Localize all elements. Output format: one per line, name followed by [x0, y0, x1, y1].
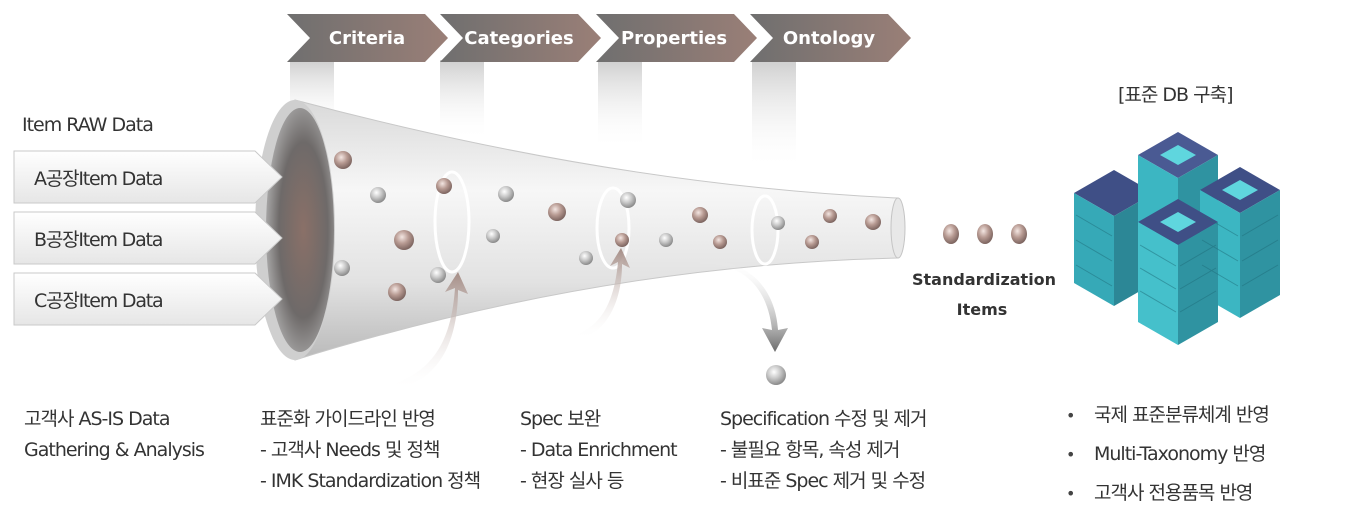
- tab-criteria: Criteria: [287, 14, 448, 62]
- insert-arrows: [390, 248, 630, 390]
- tab-categories-label: Categories: [464, 28, 573, 49]
- step-gathering: 고객사 AS-IS Data Gathering & Analysis: [24, 404, 205, 466]
- step-guideline-line3: - IMK Standardization 정책: [260, 470, 481, 492]
- tab-categories: Categories: [440, 14, 601, 62]
- db-bullet-1: 국제 표준분류체계 반영: [1066, 396, 1270, 435]
- db-title: [표준 DB 구축]: [1118, 84, 1233, 106]
- step-guideline-line1: 표준화 가이드라인 반영: [260, 408, 436, 430]
- standardization-items-label: Standardization Items: [912, 265, 1057, 325]
- data-particles: [334, 151, 881, 385]
- step-spec-line3: - 현장 실사 등: [520, 470, 624, 492]
- db-bullet-list: 국제 표준분류체계 반영 Multi-Taxonomy 반영 고객사 전용품목 …: [1066, 396, 1270, 513]
- step-spec-line1: Spec 보완: [520, 408, 601, 430]
- ring-properties: [595, 186, 631, 270]
- standardization-label-line1: Standardization: [912, 270, 1057, 289]
- database-servers-icon: [1074, 132, 1280, 345]
- remove-arrow: [700, 259, 788, 352]
- step-spec-edit: Specification 수정 및 제거 - 불필요 항목, 속성 제거 - …: [720, 404, 928, 497]
- standardization-label-line2: Items: [956, 300, 1008, 319]
- db-bullet-3: 고객사 전용품목 반영: [1066, 474, 1269, 513]
- step-guideline-line2: - 고객사 Needs 및 정책: [260, 439, 440, 461]
- funnel: [255, 99, 906, 361]
- step-spec-enrich: Spec 보완 - Data Enrichment - 현장 실사 등: [520, 404, 678, 497]
- input-item-c: C공장Item Data: [34, 290, 164, 312]
- step-gathering-line2: Gathering & Analysis: [24, 439, 205, 461]
- input-title: Item RAW Data: [22, 114, 154, 136]
- step-edit-line2: - 불필요 항목, 속성 제거: [720, 439, 900, 461]
- tab-properties-label: Properties: [621, 28, 727, 49]
- tab-ontology: Ontology: [750, 14, 911, 62]
- input-item-a: A공장Item Data: [34, 168, 163, 190]
- tab-properties: Properties: [596, 14, 757, 62]
- tab-ontology-label: Ontology: [783, 28, 876, 49]
- step-edit-line1: Specification 수정 및 제거: [720, 408, 928, 430]
- tab-criteria-label: Criteria: [329, 28, 405, 49]
- stage-beams: [290, 60, 796, 170]
- ring-criteria: [433, 170, 471, 274]
- input-arrows: [13, 150, 283, 326]
- input-item-b: B공장Item Data: [34, 229, 163, 251]
- db-bullet-2: Multi-Taxonomy 반영: [1066, 435, 1269, 474]
- stage-tabs: Criteria Categories Properties Ontology: [287, 14, 911, 62]
- step-gathering-line1: 고객사 AS-IS Data: [24, 408, 170, 430]
- step-spec-line2: - Data Enrichment: [520, 439, 678, 461]
- step-guideline: 표준화 가이드라인 반영 - 고객사 Needs 및 정책 - IMK Stan…: [260, 404, 481, 497]
- step-edit-line3: - 비표준 Spec 제거 및 수정: [720, 470, 926, 492]
- output-dots: [943, 224, 1027, 244]
